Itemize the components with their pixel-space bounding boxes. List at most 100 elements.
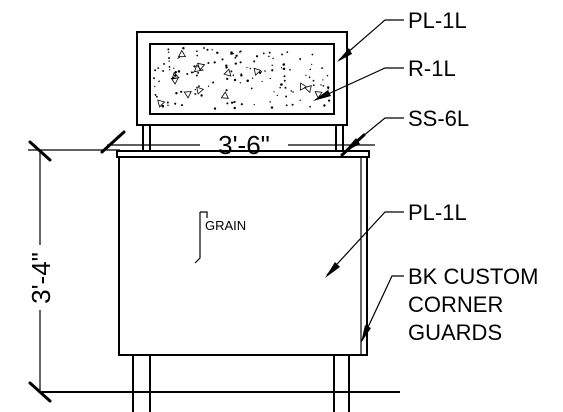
texture-speck xyxy=(234,56,237,59)
texture-speck xyxy=(196,54,199,57)
texture-speck xyxy=(258,71,262,75)
texture-speck xyxy=(166,101,169,104)
texture-speck xyxy=(282,67,286,71)
texture-triangle xyxy=(220,91,229,99)
callout-corner-guards: BK CUSTOM CORNER GUARDS xyxy=(361,264,538,345)
texture-speck xyxy=(281,53,284,56)
texture-speck xyxy=(240,74,243,77)
texture-speck xyxy=(283,79,286,82)
callout-top-finish-text: PL-1L xyxy=(408,8,467,33)
texture-speck xyxy=(320,84,322,86)
texture-speck xyxy=(196,50,198,53)
texture-speck xyxy=(233,106,236,110)
sign-outer-frame xyxy=(136,31,348,126)
texture-speck xyxy=(291,103,294,106)
texture-speck xyxy=(230,70,233,73)
texture-speck xyxy=(269,101,271,103)
texture-speck xyxy=(271,64,273,67)
grain-indicator: GRAIN xyxy=(194,211,246,264)
texture-speck xyxy=(207,85,210,87)
callout-corner-guards-line1: BK CUSTOM xyxy=(408,264,538,289)
texture-speck xyxy=(161,104,165,108)
texture-triangle xyxy=(223,68,232,77)
texture-speck xyxy=(213,107,217,110)
texture-speck xyxy=(190,71,193,74)
callout-corner-guards-line3: GUARDS xyxy=(408,320,502,345)
texture-speck xyxy=(239,51,241,53)
texture-speck xyxy=(268,55,270,58)
texture-speck xyxy=(177,57,179,59)
texture-speck xyxy=(327,88,330,90)
texture-speck xyxy=(292,91,294,93)
texture-speck xyxy=(230,51,233,54)
texture-speck xyxy=(322,79,324,81)
callout-solid-surface-text: SS-6L xyxy=(408,106,469,131)
texture-speck xyxy=(253,103,255,106)
texture-speck xyxy=(168,60,170,62)
texture-triangle xyxy=(170,77,179,85)
texture-speck xyxy=(272,57,274,60)
texture-speck xyxy=(305,74,307,77)
texture-speck xyxy=(216,51,219,55)
texture-speck xyxy=(226,102,229,105)
texture-speck xyxy=(154,69,157,72)
texture-speck xyxy=(180,90,183,93)
resin-texture xyxy=(153,47,331,110)
resin-panel xyxy=(149,43,335,115)
texture-speck xyxy=(312,79,315,82)
grain-arrow-icon xyxy=(194,212,201,264)
texture-speck xyxy=(299,99,301,102)
texture-speck xyxy=(239,82,241,84)
texture-speck xyxy=(157,67,160,69)
texture-speck xyxy=(168,57,170,60)
cabinet-legs xyxy=(132,355,350,412)
texture-speck xyxy=(201,69,204,71)
texture-speck xyxy=(232,52,234,55)
texture-speck xyxy=(273,91,275,93)
texture-speck xyxy=(282,63,286,66)
texture-speck xyxy=(175,92,178,95)
texture-speck xyxy=(193,65,196,68)
width-dimension: 3'-6" xyxy=(100,130,375,160)
texture-speck xyxy=(260,71,263,73)
callout-solid-surface: SS-6L xyxy=(344,106,469,152)
texture-speck xyxy=(240,103,243,106)
texture-speck xyxy=(194,93,196,95)
texture-speck xyxy=(327,99,331,102)
texture-speck xyxy=(197,71,200,74)
texture-speck xyxy=(311,53,314,56)
texture-speck xyxy=(276,94,278,97)
texture-speck xyxy=(286,51,289,53)
texture-speck xyxy=(167,51,170,53)
callout-body-finish: PL-1L xyxy=(325,200,467,278)
callout-corner-guards-line2: CORNER xyxy=(408,292,503,317)
sign-posts xyxy=(142,125,344,152)
texture-speck xyxy=(235,54,238,57)
texture-speck xyxy=(203,47,205,49)
texture-speck xyxy=(312,84,315,87)
texture-speck xyxy=(323,104,326,107)
height-dimension-text: 3'-4" xyxy=(26,252,56,304)
texture-triangle xyxy=(183,91,192,99)
height-dimension: 3'-4" xyxy=(26,140,120,403)
texture-speck xyxy=(299,58,301,60)
texture-triangle xyxy=(197,62,206,71)
texture-speck xyxy=(225,89,228,92)
texture-speck xyxy=(200,94,203,97)
texture-speck xyxy=(174,102,177,105)
texture-speck xyxy=(255,55,259,58)
texture-speck xyxy=(212,81,215,84)
texture-speck xyxy=(162,69,165,72)
texture-speck xyxy=(279,86,281,89)
width-dimension-text: 3'-6" xyxy=(218,130,270,160)
texture-speck xyxy=(261,80,263,83)
texture-speck xyxy=(163,62,165,65)
texture-speck xyxy=(251,77,254,79)
texture-speck xyxy=(194,88,197,91)
texture-speck xyxy=(264,70,266,72)
texture-speck xyxy=(186,73,189,75)
callout-resin: R-1L xyxy=(313,56,456,101)
texture-speck xyxy=(213,61,216,64)
texture-triangle xyxy=(196,86,205,95)
